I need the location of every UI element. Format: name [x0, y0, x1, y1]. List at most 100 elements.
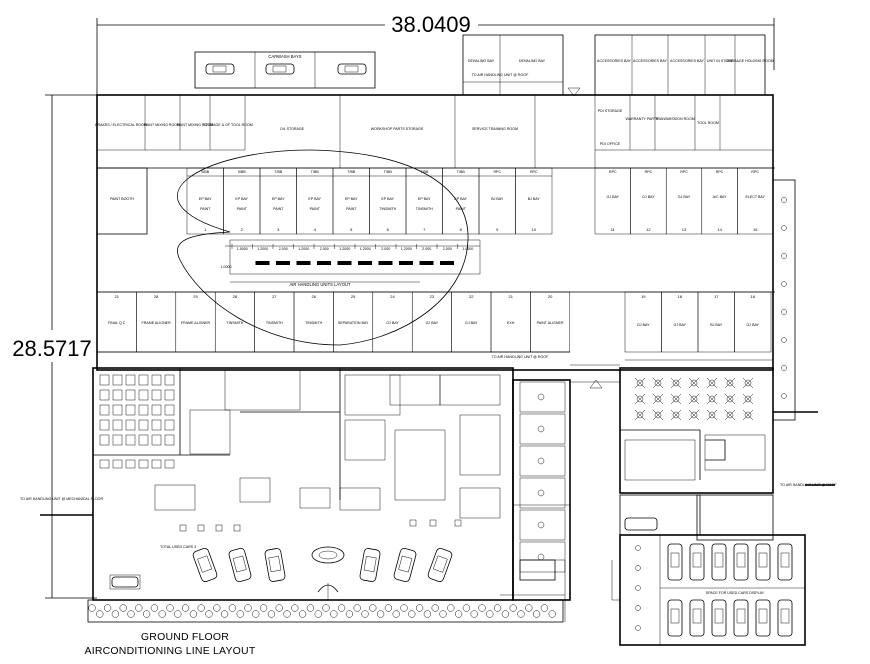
- room-label: PDI OFFICE: [600, 142, 621, 146]
- chair-mark: [724, 393, 736, 405]
- duct-lines: TO AIR HANDLING UNIT @ MECHANICAL FLOOR …: [20, 87, 837, 601]
- bay-cell: [665, 167, 703, 235]
- bush-icon: [431, 604, 439, 612]
- table-icon: [672, 379, 680, 387]
- bay-cell: [661, 291, 699, 353]
- ahu-unit: [358, 261, 372, 265]
- column-marker-icon: [781, 253, 787, 259]
- bay-cell: [594, 167, 631, 235]
- bush-icon: [275, 604, 283, 612]
- parked-cars: [667, 543, 793, 637]
- bay-code: RPC: [680, 170, 688, 174]
- planter-strip: [87, 559, 566, 623]
- table-icon: [636, 411, 644, 419]
- carwash-area: CARWASH BAYS: [194, 51, 376, 89]
- bay-number: 26: [311, 294, 316, 299]
- chair-icon: [215, 524, 223, 532]
- bush-icon: [158, 610, 166, 618]
- bay-number: 5: [350, 227, 353, 232]
- table-icon: [708, 411, 716, 419]
- desk-icon: [99, 389, 110, 401]
- column-marker-icon: [781, 309, 787, 315]
- bay-code: RPC: [609, 170, 617, 174]
- bay-name: EP BAY: [199, 197, 212, 201]
- car-window: [692, 552, 702, 568]
- car-window: [232, 555, 247, 573]
- ahu-unit: [296, 261, 311, 265]
- chair-icon: [179, 524, 187, 532]
- chair-mark: [706, 393, 718, 405]
- service-bay-box: [519, 445, 566, 477]
- column-marker-icon: [781, 393, 787, 399]
- table-icon: [690, 379, 698, 387]
- width-dimension-label: 38.0409: [391, 12, 471, 37]
- bay-number: 25: [351, 294, 356, 299]
- chair-mark: [742, 393, 754, 405]
- car-body: [359, 548, 381, 582]
- bay-sub: PAINT: [200, 207, 211, 211]
- room-label: DEHALING BAY: [468, 59, 495, 63]
- bay-code: RPC: [751, 170, 759, 174]
- bay-cell: [734, 291, 772, 353]
- bay-sub: TINSMITH: [379, 207, 396, 211]
- car-icon: [755, 599, 771, 637]
- bay-name: EP BAY: [272, 197, 285, 201]
- bush-icon: [127, 610, 135, 618]
- bush-icon: [345, 610, 354, 618]
- bush-icon: [267, 610, 276, 618]
- room-label: ACCESSORIES BAY: [670, 59, 704, 63]
- width-dimension: 38.0409: [96, 12, 775, 95]
- title-line-1: GROUND FLOOR: [141, 631, 229, 643]
- table-icon: [708, 395, 716, 403]
- bay-number: 28: [154, 294, 159, 299]
- turntable-icon: [311, 546, 345, 600]
- chair-icon: [454, 519, 462, 527]
- bush-icon: [517, 610, 525, 618]
- height-dimension-label: 28.5717: [12, 336, 92, 361]
- room-label: BRAKES / ELECTRICAL ROOM: [95, 123, 147, 127]
- bay-number: 16: [751, 294, 756, 299]
- dimension-value: 1.0000: [462, 247, 473, 251]
- bush-icon: [189, 610, 198, 618]
- chair-mark: [724, 377, 736, 389]
- bay-number: 29: [193, 294, 198, 299]
- bay-cell: [223, 167, 261, 235]
- paint-booth: PAINT BOOTH: [96, 167, 148, 235]
- bay-cell: [701, 167, 738, 235]
- dimension-value: 1.5000: [237, 247, 248, 251]
- bush-icon: [532, 610, 541, 618]
- car-window: [363, 555, 377, 573]
- chair-icon: [233, 524, 241, 532]
- bushes: [88, 604, 556, 618]
- bush-icon: [400, 604, 408, 612]
- car-body: [192, 547, 218, 583]
- table-icon: [726, 395, 734, 403]
- dimension-value: 2.000: [381, 247, 390, 251]
- bay-cell: [405, 167, 443, 235]
- bay-name: EXH: [507, 321, 515, 325]
- bush-icon: [228, 604, 237, 612]
- bay-number: 22: [469, 294, 474, 299]
- service-bay-box: [519, 477, 566, 509]
- car-window: [714, 552, 724, 568]
- bay-marker-icon: [537, 521, 545, 529]
- desk-icon: [151, 459, 162, 469]
- room-label: UNIT IN STORE: [707, 59, 734, 63]
- car-window: [692, 608, 702, 624]
- bay-cell: [296, 167, 334, 235]
- car-icon: [777, 599, 793, 637]
- table-icon: [726, 411, 734, 419]
- car-icon: [755, 543, 771, 581]
- car-icon: [667, 599, 683, 637]
- chair-mark: [688, 377, 700, 389]
- ahu-roof-label: TO AIR HANDLING UNIT @ ROOF: [780, 483, 837, 487]
- bay-name: GJ BAY: [607, 195, 620, 199]
- desk-icon: [112, 404, 123, 416]
- bush-icon: [111, 610, 120, 618]
- parking-marker-icon: [635, 605, 641, 611]
- right-showroom-block: [619, 367, 774, 494]
- chair-mark: [706, 409, 718, 421]
- chair-mark: [670, 377, 682, 389]
- bush-icon: [337, 604, 346, 612]
- bush-icon: [439, 610, 447, 618]
